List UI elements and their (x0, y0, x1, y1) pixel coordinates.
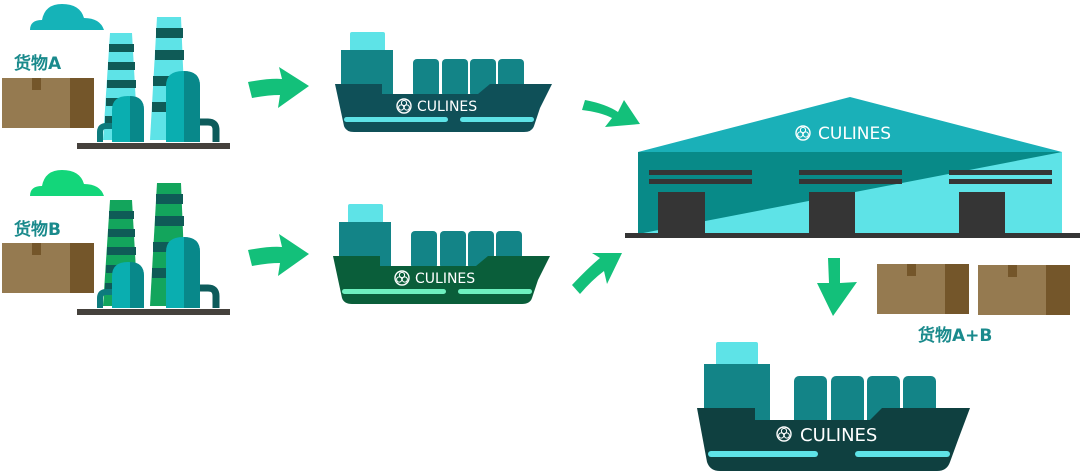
arrow-up-right-icon (572, 253, 622, 294)
cargo-box-a (2, 78, 94, 128)
cargo-box-b (2, 243, 94, 293)
ground-line (625, 233, 1080, 238)
warehouse-door (809, 192, 855, 234)
ship-brand-label: CULINES (415, 271, 475, 287)
ship-b: CULINES (333, 204, 550, 304)
ship-a: CULINES (335, 32, 552, 132)
ship-brand-label: CULINES (417, 99, 477, 115)
cargo-box-combined (978, 265, 1070, 315)
warehouse-brand-label: CULINES (818, 124, 891, 144)
cargo-label-combined: 货物A+B (918, 326, 993, 346)
warehouse-door (658, 192, 705, 234)
arrow-right-icon (248, 234, 309, 276)
warehouse-door (959, 192, 1005, 234)
ground-line (77, 143, 230, 149)
ground-line (77, 309, 230, 315)
arrow-right-icon (248, 67, 309, 108)
cargo-box-combined (877, 264, 969, 314)
factory-a (30, 4, 230, 149)
cargo-label-a: 货物A (14, 54, 62, 74)
cargo-label-b: 货物B (14, 220, 61, 240)
ship-combined: CULINES (697, 342, 970, 471)
arrow-down-icon (817, 258, 857, 316)
arrow-down-right-icon (582, 100, 640, 127)
cloud-icon (30, 4, 104, 30)
cloud-icon (30, 170, 104, 196)
ship-brand-label: CULINES (800, 425, 877, 446)
warehouse: CULINES (625, 97, 1080, 238)
factory-b (30, 170, 230, 315)
